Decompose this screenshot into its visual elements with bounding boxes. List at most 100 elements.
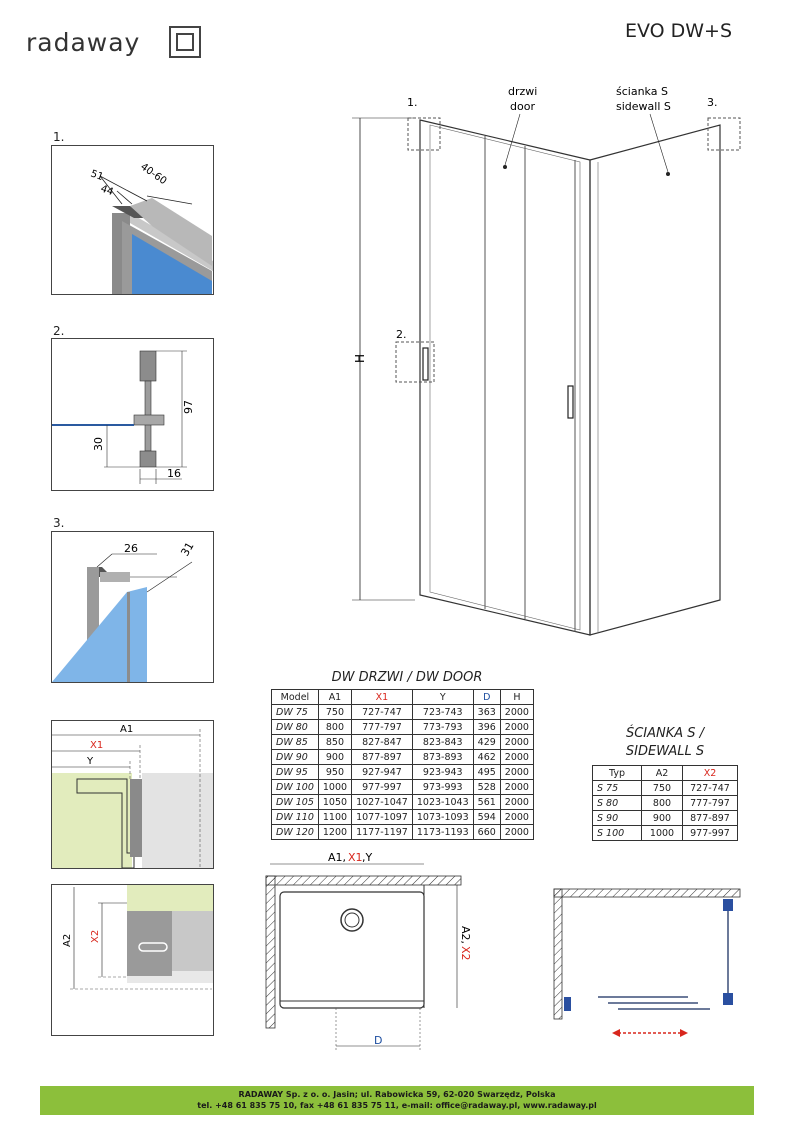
door-table-cell: 773-793 <box>411 719 474 735</box>
door-table-cell: 1100 <box>317 809 353 825</box>
detail-3-panel: 26 31 <box>51 531 214 683</box>
detail-2-dim-a: 97 <box>182 400 195 414</box>
side-table-title-2: SIDEWALL S <box>625 744 705 759</box>
door-table-cell: 1027-1047 <box>351 794 413 810</box>
door-table-cell: 723-743 <box>411 704 474 720</box>
door-table-cell: 1050 <box>317 794 353 810</box>
detail-1-drawing: 51 44 40-60 <box>89 161 213 294</box>
door-table-cell: 1200 <box>317 824 353 840</box>
door-label-en: door <box>510 100 535 113</box>
door-model-cell: DW 120 <box>271 824 319 840</box>
detail-2-dim-b: 30 <box>92 437 105 451</box>
door-table-header: D <box>472 689 501 705</box>
door-table-header: Y <box>411 689 474 705</box>
section-x2-label: X2 <box>90 930 101 943</box>
door-table-cell: 2000 <box>499 734 534 750</box>
detail-1-label: 1. <box>53 130 65 144</box>
plan-a1-label: A1, <box>328 851 346 864</box>
side-type-cell: S 80 <box>592 795 642 811</box>
section-y-label: Y <box>86 756 94 767</box>
detail-3-label: 3. <box>53 516 65 530</box>
door-table-cell: 561 <box>472 794 501 810</box>
side-table-cell: 1000 <box>641 825 683 841</box>
section-x1-label: X1 <box>90 740 103 751</box>
door-table-cell: 823-843 <box>411 734 474 750</box>
door-table-header: A1 <box>317 689 353 705</box>
door-table-cell: 1177-1197 <box>351 824 413 840</box>
plan-view-drawing: A1, X1 ,Y A2, X2 D <box>265 851 472 1052</box>
footer-contact: tel. +48 61 835 75 10, fax +48 61 835 75… <box>197 1101 597 1110</box>
door-model-cell: DW 80 <box>271 719 319 735</box>
door-model-cell: DW 95 <box>271 764 319 780</box>
side-table-header: Typ <box>592 765 642 781</box>
side-type-cell: S 90 <box>592 810 642 826</box>
door-table-cell: 1173-1193 <box>411 824 474 840</box>
door-table-cell: 977-997 <box>351 779 413 795</box>
door-table-cell: 923-943 <box>411 764 474 780</box>
door-model-cell: DW 100 <box>271 779 319 795</box>
door-table-cell: 1077-1097 <box>351 809 413 825</box>
plan-x1-label: X1 <box>348 851 363 864</box>
door-table-cell: 1073-1093 <box>411 809 474 825</box>
plan-d-label: D <box>374 1034 382 1047</box>
door-table-cell: 363 <box>472 704 501 720</box>
side-table-cell: 750 <box>641 780 683 796</box>
detail-1-dim-b: 44 <box>99 183 115 198</box>
brand-logo-text: radaway <box>26 28 141 57</box>
door-table-cell: 396 <box>472 719 501 735</box>
footer-bar: RADAWAY Sp. z o. o. Jasin; ul. Rabowicka… <box>40 1086 754 1115</box>
side-table-header: X2 <box>682 765 738 781</box>
side-type-cell: S 75 <box>592 780 642 796</box>
section-a2-drawing: A2 X2 <box>62 885 213 990</box>
side-table-header: A2 <box>641 765 683 781</box>
model-title: EVO DW+S <box>624 20 732 42</box>
footer-address: RADAWAY Sp. z o. o. Jasin; ul. Rabowicka… <box>238 1090 556 1099</box>
detail-3-dim-a: 26 <box>124 542 138 555</box>
door-table-cell: 429 <box>472 734 501 750</box>
door-handle-right <box>567 385 574 419</box>
main-perspective-drawing: H 1. 2. 3. drzwi door ścianka S sidewall… <box>352 85 741 636</box>
section-a1-drawing: A1 X1 Y <box>52 724 213 868</box>
door-model-cell: DW 75 <box>271 704 319 720</box>
door-table-cell: 877-897 <box>351 749 413 765</box>
door-table-cell: 900 <box>317 749 353 765</box>
door-table-cell: 2000 <box>499 824 534 840</box>
section-a1-label: A1 <box>120 724 133 735</box>
side-table-cell: 777-797 <box>682 795 738 811</box>
detail-3-dim-b: 31 <box>178 540 196 559</box>
plan-x2-label: X2 <box>459 946 472 961</box>
side-table-title-1: ŚCIANKA S / <box>625 726 705 741</box>
door-model-cell: DW 105 <box>271 794 319 810</box>
door-model-cell: DW 110 <box>271 809 319 825</box>
door-table-cell: 927-947 <box>351 764 413 780</box>
door-table-header: Model <box>271 689 319 705</box>
door-label-pl: drzwi <box>508 85 537 98</box>
detail-1-dim-a: 51 <box>89 168 105 183</box>
detail-2-dim-c: 16 <box>167 467 181 480</box>
detail-2-drawing: 97 30 16 <box>52 350 195 484</box>
door-table-cell: 495 <box>472 764 501 780</box>
door-table-cell: 1000 <box>317 779 353 795</box>
side-table-cell: 877-897 <box>682 810 738 826</box>
door-table-cell: 2000 <box>499 704 534 720</box>
door-table-title: DW DRZWI / DW DOOR <box>331 670 483 685</box>
door-table-cell: 800 <box>317 719 353 735</box>
door-table-cell: 2000 <box>499 779 534 795</box>
door-table-cell: 873-893 <box>411 749 474 765</box>
detail-1-panel: 51 44 40-60 <box>51 145 214 295</box>
marker-3: 3. <box>707 96 718 109</box>
door-table-cell: 462 <box>472 749 501 765</box>
door-table-cell: 594 <box>472 809 501 825</box>
detail-1-dim-c: 40-60 <box>138 161 168 187</box>
door-table-cell: 827-847 <box>351 734 413 750</box>
door-table-cell: 1023-1043 <box>411 794 474 810</box>
